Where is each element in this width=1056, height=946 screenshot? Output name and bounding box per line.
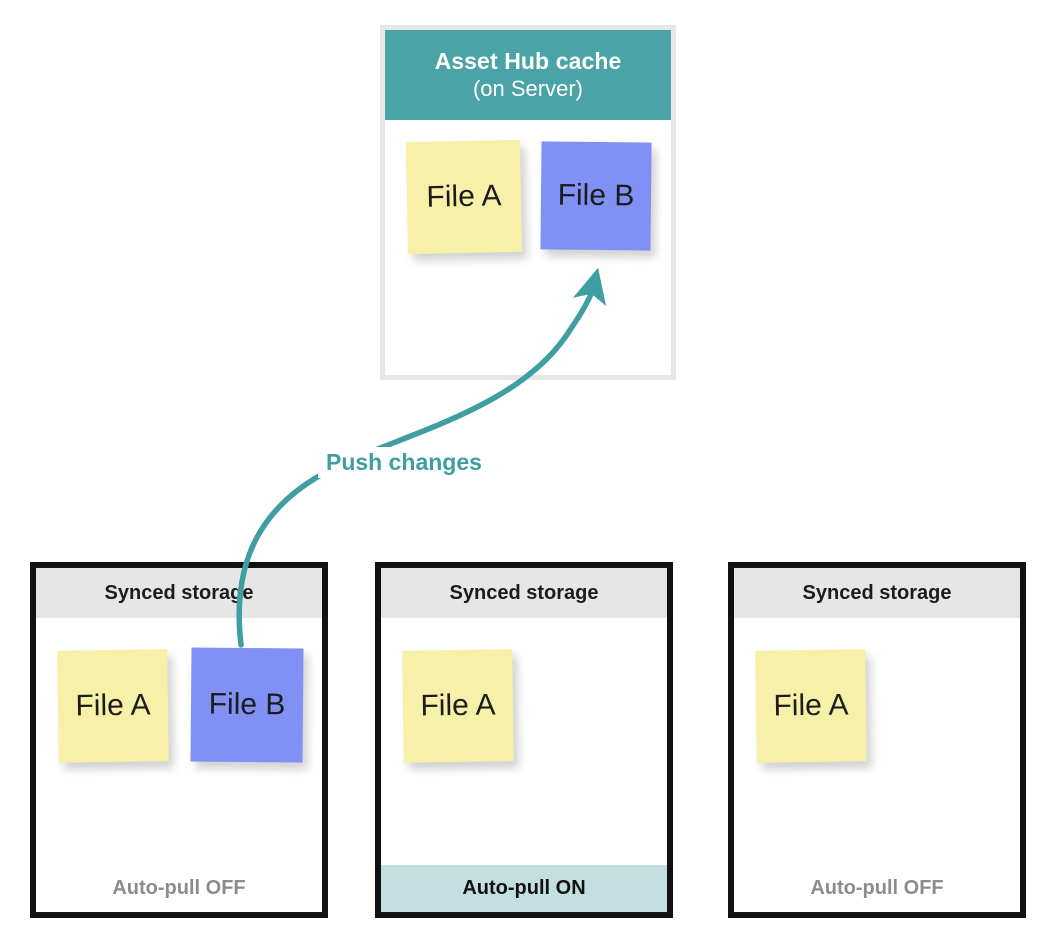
push-changes-label: Push changes xyxy=(318,447,490,478)
asset-hub-cache-panel: Asset Hub cache (on Server) File A File … xyxy=(380,25,676,380)
file-card-client1-a: File A xyxy=(57,649,169,763)
synced-storage-header-3: Synced storage xyxy=(734,568,1020,618)
file-card-server-a: File A xyxy=(405,139,523,255)
file-card-label: File A xyxy=(75,688,151,723)
asset-hub-cache-subtitle: (on Server) xyxy=(472,75,584,101)
file-card-client1-b: File B xyxy=(190,647,304,763)
asset-hub-cache-body: File A File B xyxy=(385,120,671,375)
synced-storage-header-2: Synced storage xyxy=(381,568,667,618)
synced-storage-title: Synced storage xyxy=(449,581,599,604)
auto-pull-status-label: Auto-pull OFF xyxy=(810,877,944,899)
auto-pull-status-label: Auto-pull ON xyxy=(462,877,586,899)
file-card-client2-a: File A xyxy=(402,649,514,763)
synced-storage-header-1: Synced storage xyxy=(36,568,322,618)
synced-storage-box-3: Synced storage File A Auto-pull OFF xyxy=(728,562,1026,918)
file-card-label: File A xyxy=(420,688,496,723)
file-card-label: File B xyxy=(208,687,286,722)
file-card-client3-a: File A xyxy=(755,649,867,763)
file-card-label: File B xyxy=(557,178,635,213)
synced-storage-box-1: Synced storage File A File B Auto-pull O… xyxy=(30,562,328,918)
synced-storage-title: Synced storage xyxy=(802,581,952,604)
auto-pull-status-1: Auto-pull OFF xyxy=(36,865,322,912)
file-card-server-b: File B xyxy=(540,141,652,251)
asset-hub-cache-title: Asset Hub cache xyxy=(434,48,622,75)
synced-storage-body-2: File A Auto-pull ON xyxy=(381,618,667,912)
auto-pull-status-2: Auto-pull ON xyxy=(381,865,667,912)
asset-hub-cache-header: Asset Hub cache (on Server) xyxy=(385,30,671,120)
synced-storage-body-3: File A Auto-pull OFF xyxy=(734,618,1020,912)
file-card-label: File A xyxy=(426,179,502,214)
synced-storage-box-2: Synced storage File A Auto-pull ON xyxy=(375,562,673,918)
synced-storage-title: Synced storage xyxy=(104,581,254,604)
file-card-label: File A xyxy=(773,688,849,723)
auto-pull-status-label: Auto-pull OFF xyxy=(112,877,246,899)
auto-pull-status-3: Auto-pull OFF xyxy=(734,865,1020,912)
synced-storage-body-1: File A File B Auto-pull OFF xyxy=(36,618,322,912)
